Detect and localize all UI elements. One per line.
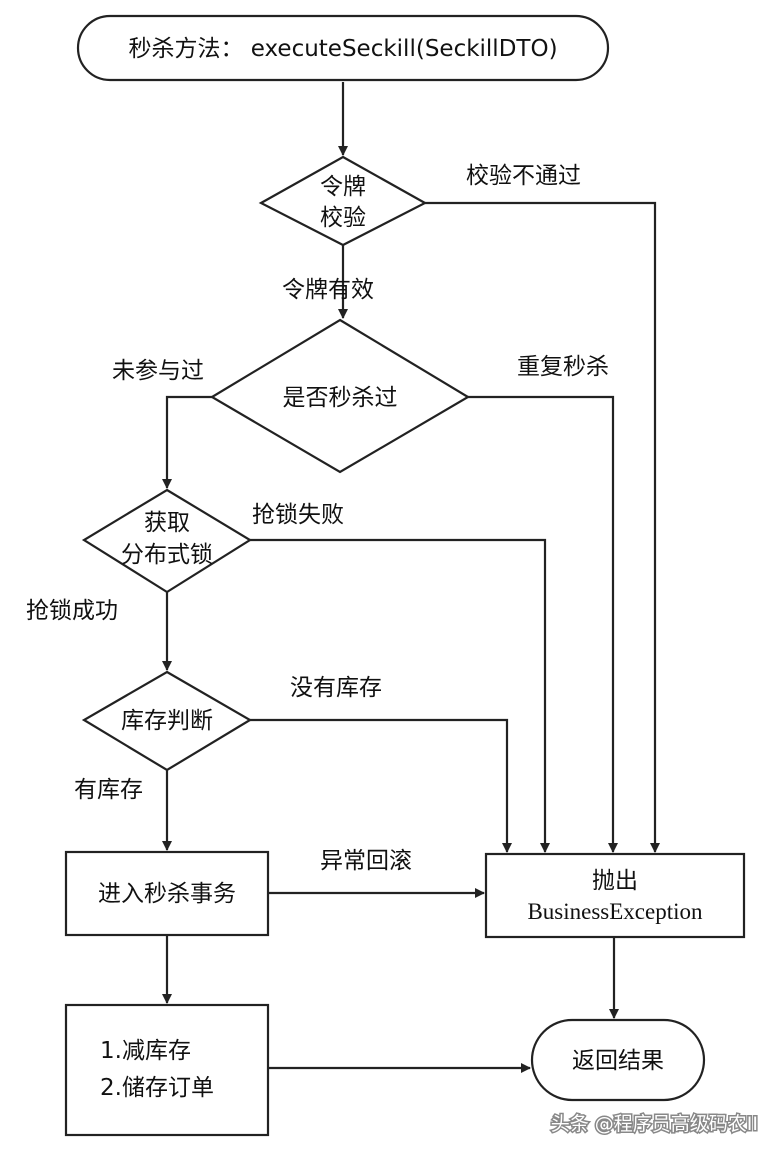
token-check-node: 令牌 校验 <box>258 155 428 247</box>
rollback-label: 异常回滚 <box>320 848 412 874</box>
token-check-line2: 校验 <box>320 205 366 231</box>
start-node: 秒杀方法： executeSeckill(SeckillDTO) <box>76 14 610 82</box>
seckill-check-node: 是否秒杀过 <box>209 318 471 474</box>
edge-labels: 校验不通过 令牌有效 未参与过 重复秒杀 抢锁失败 抢锁成功 没有库存 有库存 … <box>26 163 609 874</box>
edge-token-invalid <box>425 201 660 853</box>
token-valid-label: 令牌有效 <box>282 277 374 303</box>
lock-fail-label: 抢锁失败 <box>252 502 344 528</box>
no-stock-label: 没有库存 <box>290 675 382 701</box>
edge-repeated <box>468 395 618 853</box>
token-invalid-label: 校验不通过 <box>466 163 581 189</box>
lock-line2: 分布式锁 <box>121 542 213 568</box>
lock-line1: 获取 <box>144 510 190 536</box>
stock-check-label: 库存判断 <box>121 708 213 734</box>
exception-line1: 抛出 <box>592 868 638 894</box>
stock-check-node: 库存判断 <box>81 670 253 772</box>
start-label: 秒杀方法： executeSeckill(SeckillDTO) <box>128 36 557 62</box>
repeated-label: 重复秒杀 <box>517 354 609 380</box>
seckill-check-label: 是否秒杀过 <box>283 385 398 411</box>
exception-line2: BusinessException <box>527 899 703 924</box>
lock-node: 获取 分布式锁 <box>81 488 253 594</box>
transaction-node: 进入秒杀事务 <box>64 850 270 937</box>
watermark-text: 头条 @程序员高级码农II <box>551 1113 758 1135</box>
edge-lock-fail <box>250 538 550 853</box>
watermark: 头条 @程序员高级码农II <box>549 1112 759 1137</box>
result-label: 返回结果 <box>572 1048 664 1074</box>
edge-not-participated <box>162 395 212 489</box>
edges <box>162 82 660 1073</box>
not-participated-label: 未参与过 <box>112 358 204 384</box>
actions-node: 1.减库存 2.储存订单 <box>64 1003 270 1137</box>
edge-no-stock <box>250 718 512 853</box>
actions-line2: 2.储存订单 <box>100 1075 214 1101</box>
transaction-label: 进入秒杀事务 <box>98 881 236 907</box>
exception-node: 抛出 BusinessException <box>484 852 746 939</box>
lock-success-label: 抢锁成功 <box>26 598 118 624</box>
token-check-line1: 令牌 <box>320 174 366 200</box>
result-node: 返回结果 <box>530 1018 706 1102</box>
actions-line1: 1.减库存 <box>100 1038 191 1064</box>
has-stock-label: 有库存 <box>74 777 143 803</box>
